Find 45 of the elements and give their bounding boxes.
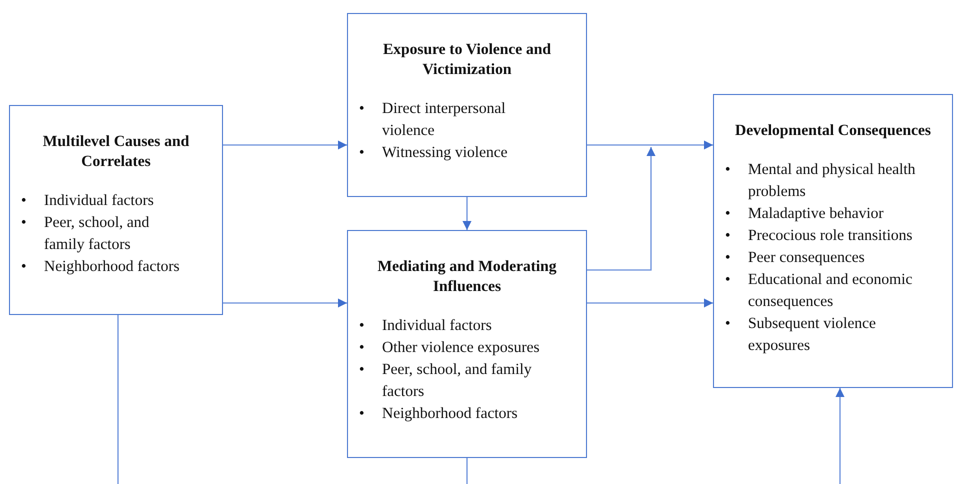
bullet-text: Witnessing violence xyxy=(382,144,508,162)
arrow xyxy=(587,140,713,150)
bullet-text: Precocious role transitions xyxy=(748,227,912,244)
bullet-mark: • xyxy=(725,314,730,334)
bullet-text: Mental and physical health problems xyxy=(748,161,916,200)
bullet-text: Neighborhood factors xyxy=(44,258,180,276)
arrow xyxy=(587,298,713,308)
arrow xyxy=(462,197,472,230)
bullet-text: Other violence exposures xyxy=(382,339,540,356)
bullet-mark: • xyxy=(21,191,26,212)
bullet-mark: • xyxy=(725,204,730,224)
bullet-text: Educational and economic consequences xyxy=(748,271,912,310)
box-heading: Multilevel Causes and Correlates xyxy=(42,132,190,172)
bullet-text: Maladaptive behavior xyxy=(748,205,884,222)
bullet-mark: • xyxy=(359,316,364,336)
box-heading: Mediating and Moderating Influences xyxy=(376,257,558,298)
bullet-mark: • xyxy=(359,404,364,424)
process-box xyxy=(347,230,587,458)
bullet-mark: • xyxy=(359,99,364,120)
bullet-text: Individual factors xyxy=(382,317,492,334)
bullet-mark: • xyxy=(359,143,364,164)
arrow xyxy=(223,140,347,150)
process-box xyxy=(9,105,223,315)
bullet-text: Peer, school, and family factors xyxy=(382,361,532,400)
bullet-mark: • xyxy=(359,338,364,358)
bullet-mark: • xyxy=(725,270,730,290)
bullet-text: Direct interpersonal violence xyxy=(382,100,506,140)
bullet-text: Neighborhood factors xyxy=(382,405,518,422)
bullet-mark: • xyxy=(725,248,730,268)
process-box xyxy=(347,13,587,197)
bullet-mark: • xyxy=(21,257,26,278)
bullet-mark: • xyxy=(725,226,730,246)
bullet-mark: • xyxy=(21,213,26,234)
arrow xyxy=(836,388,844,484)
bullet-text: Individual factors xyxy=(44,192,154,210)
bullet-mark: • xyxy=(359,360,364,380)
box-heading: Developmental Consequences xyxy=(734,121,932,141)
process-box xyxy=(713,94,953,388)
arrow xyxy=(223,298,347,308)
box-heading: Exposure to Violence and Victimization xyxy=(382,40,552,80)
bullet-text: Peer, school, and family factors xyxy=(44,214,150,254)
bullet-mark: • xyxy=(725,160,730,180)
bullet-text: Subsequent violence exposures xyxy=(748,315,876,354)
bullet-text: Peer consequences xyxy=(748,249,865,266)
arrow xyxy=(587,147,656,271)
